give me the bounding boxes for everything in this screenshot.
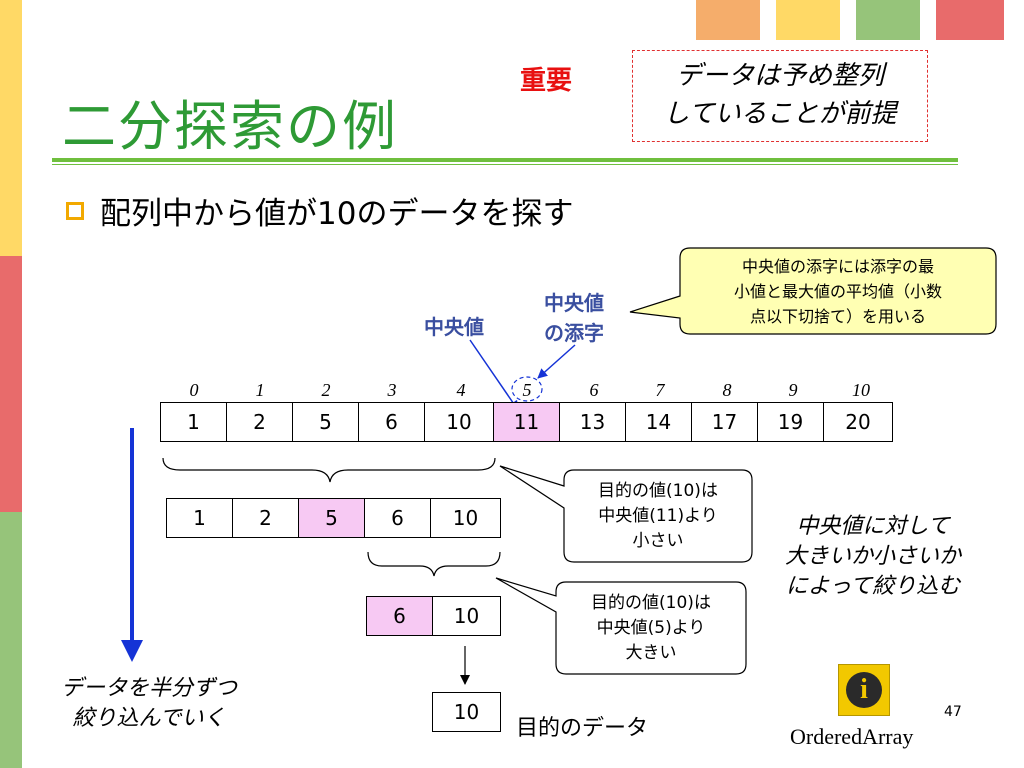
array-cell: 10 — [430, 498, 501, 538]
info-icon-glyph: i — [860, 674, 868, 705]
array-cell: 2 — [226, 402, 293, 442]
middle-index-line-2: の添字 — [544, 321, 604, 345]
array-index: 3 — [387, 380, 397, 400]
bullet-text: 配列中から値が10のデータを探す — [100, 196, 574, 232]
info-icon[interactable]: i — [838, 664, 890, 716]
brace-first-half — [162, 457, 496, 483]
yellow-note-callout — [629, 247, 997, 335]
page-number: 47 — [944, 704, 962, 720]
title-divider-thin — [52, 164, 958, 165]
left-stripe-yellow — [0, 0, 22, 256]
middle-index-label: 中央値 の添字 — [544, 288, 604, 348]
array-cell-middle: 6 — [366, 596, 433, 636]
callout-larger-line-3: 大きい — [625, 643, 677, 663]
array-cell: 6 — [364, 498, 431, 538]
narrow-down-note: 中央値に対して 大きいか小さいか によって絞り込む — [768, 512, 978, 602]
array-index: 1 — [255, 380, 265, 400]
array-cell: 1 — [160, 402, 227, 442]
info-icon-circle — [846, 672, 882, 708]
brace-second-half — [367, 551, 501, 577]
yellow-note-line-2: 小値と最大値の平均値（小数 — [733, 282, 942, 301]
bullet-square-icon — [66, 202, 84, 220]
callout-smaller-line-1: 目的の値(10)は — [598, 481, 718, 501]
array-index: 6 — [589, 380, 599, 400]
narrow-down-line-1: 中央値に対して — [796, 514, 950, 539]
halving-line-2: 絞り込んでいく — [72, 706, 226, 731]
deco-square-green — [856, 0, 920, 40]
callout-larger — [495, 577, 747, 675]
array-index: 8 — [722, 380, 732, 400]
array-cell: 5 — [292, 402, 359, 442]
final-array: 10 — [432, 692, 501, 732]
array-cell: 13 — [559, 402, 626, 442]
halving-arrowhead — [121, 640, 143, 662]
array-cell: 1 — [166, 498, 233, 538]
premise-line-1: データは予め整列 — [675, 61, 884, 91]
deco-square-yellow — [776, 0, 840, 40]
left-stripe-red — [0, 256, 22, 512]
narrow-down-line-2: 大きいか小さいか — [784, 544, 961, 569]
middle-value-label: 中央値 — [424, 315, 484, 339]
callout-smaller — [499, 465, 753, 563]
deco-square-red — [936, 0, 1004, 40]
quarter-array: 6 10 — [366, 596, 501, 636]
ordered-array-label: OrderedArray — [790, 724, 914, 749]
array-cell-middle: 5 — [298, 498, 365, 538]
array-cell: 6 — [358, 402, 425, 442]
array-cell: 20 — [823, 402, 893, 442]
array-index: 5 — [522, 380, 532, 400]
yellow-note-text: 中央値の添字には添字の最 小値と最大値の平均値（小数 点以下切捨て）を用いる — [682, 254, 994, 329]
array-cell: 14 — [625, 402, 692, 442]
array-cell-middle: 11 — [493, 402, 560, 442]
array-index: 4 — [456, 380, 466, 400]
callout-larger-line-1: 目的の値(10)は — [591, 593, 711, 613]
array-index: 9 — [788, 380, 798, 400]
callout-smaller-line-2: 中央値(11)より — [598, 506, 718, 526]
middle-value-arrow — [469, 339, 519, 411]
array-index: 0 — [189, 380, 199, 400]
array-index: 10 — [852, 380, 870, 400]
callout-smaller-text: 目的の値(10)は 中央値(11)より 小さい — [566, 479, 750, 554]
callout-larger-text: 目的の値(10)は 中央値(5)より 大きい — [558, 591, 744, 666]
premise-box: データは予め整列 していることが前提 — [632, 50, 928, 142]
array-index: 2 — [321, 380, 331, 400]
deco-square-orange — [696, 0, 760, 40]
callout-larger-line-2: 中央値(5)より — [596, 618, 706, 638]
array-index: 7 — [655, 380, 665, 400]
half-array: 1 2 5 6 10 — [166, 498, 501, 538]
array-cell: 10 — [432, 692, 501, 732]
middle-index-arrow — [537, 344, 576, 379]
array-cell: 2 — [232, 498, 299, 538]
array-cell: 10 — [424, 402, 494, 442]
halving-note: データを半分ずつ 絞り込んでいく — [44, 674, 254, 734]
yellow-note-line-3: 点以下切捨て）を用いる — [749, 307, 926, 326]
index-5-circle — [511, 376, 543, 402]
important-label: 重要 — [520, 66, 573, 96]
target-data-label: 目的のデータ — [516, 716, 649, 741]
narrow-down-line-3: によって絞り込む — [785, 574, 961, 599]
array-cell: 19 — [757, 402, 824, 442]
premise-line-2: していることが前提 — [663, 99, 897, 129]
yellow-note-line-1: 中央値の添字には添字の最 — [741, 257, 934, 276]
array-cell: 10 — [432, 596, 501, 636]
halving-line-1: データを半分ずつ — [60, 676, 237, 701]
callout-smaller-line-3: 小さい — [632, 531, 684, 551]
array-cell: 17 — [691, 402, 758, 442]
full-array: 1 2 5 6 10 11 13 14 17 19 20 — [160, 402, 893, 442]
title-divider — [52, 158, 958, 162]
left-stripe-green — [0, 512, 22, 768]
slide-title: 二分探索の例 — [62, 95, 398, 158]
middle-index-line-1: 中央値 — [544, 291, 604, 315]
